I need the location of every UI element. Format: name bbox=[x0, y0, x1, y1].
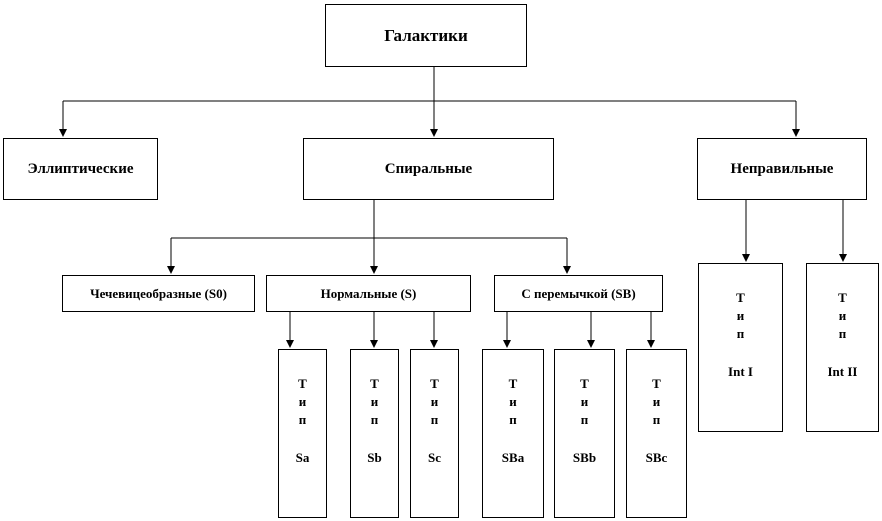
type-letter: и bbox=[580, 394, 589, 409]
node-irregular: Неправильные bbox=[697, 138, 867, 200]
node-label: Эллиптические bbox=[27, 160, 134, 177]
node-label: Нормальные (S) bbox=[320, 285, 417, 301]
type-label: SBb bbox=[572, 450, 597, 465]
type-letter: Т bbox=[652, 376, 661, 391]
node-lenticular: Чечевицеобразные (S0) bbox=[62, 275, 255, 312]
node-barred-spiral: С перемычкой (SB) bbox=[494, 275, 663, 312]
type-letter: п bbox=[838, 326, 847, 341]
type-letter: и bbox=[509, 394, 517, 409]
type-letter: и bbox=[652, 394, 661, 409]
type-letter: и bbox=[736, 308, 745, 323]
type-label: Int II bbox=[827, 364, 858, 379]
type-label: SBc bbox=[645, 450, 668, 465]
type-letter: Т bbox=[298, 376, 307, 391]
node-elliptical: Эллиптические bbox=[3, 138, 158, 200]
type-letter: п bbox=[652, 412, 661, 427]
node-galaxies: Галактики bbox=[325, 4, 527, 67]
node-label: Чечевицеобразные (S0) bbox=[90, 285, 227, 301]
type-label: Sb bbox=[367, 450, 382, 465]
type-letter: Т bbox=[430, 376, 439, 391]
type-letter: и bbox=[838, 308, 847, 323]
type-letter: Т bbox=[580, 376, 589, 391]
type-letter: Т bbox=[838, 290, 847, 305]
node-normal-spiral: Нормальные (S) bbox=[266, 275, 471, 312]
type-letter: п bbox=[298, 412, 307, 427]
type-letter: и bbox=[298, 394, 307, 409]
type-letter: Т bbox=[508, 376, 518, 391]
node-label: Галактики bbox=[384, 25, 468, 45]
type-letter: п bbox=[736, 326, 745, 341]
node-spiral: Спиральные bbox=[303, 138, 554, 200]
type-label: Int I bbox=[728, 364, 753, 379]
type-letter: п bbox=[509, 412, 517, 427]
type-letter: п bbox=[580, 412, 589, 427]
type-letter: и bbox=[370, 394, 379, 409]
type-label: Sc bbox=[428, 450, 441, 465]
node-label: Неправильные bbox=[730, 160, 834, 177]
type-letter: Т bbox=[370, 376, 379, 391]
type-letter: и bbox=[430, 394, 439, 409]
node-label: Спиральные bbox=[384, 160, 473, 177]
type-label: Sa bbox=[295, 450, 310, 465]
type-label: SBa bbox=[501, 450, 525, 465]
type-letter: п bbox=[430, 412, 439, 427]
type-letter: Т bbox=[736, 290, 745, 305]
node-label: С перемычкой (SB) bbox=[521, 285, 636, 301]
type-letter: п bbox=[370, 412, 379, 427]
